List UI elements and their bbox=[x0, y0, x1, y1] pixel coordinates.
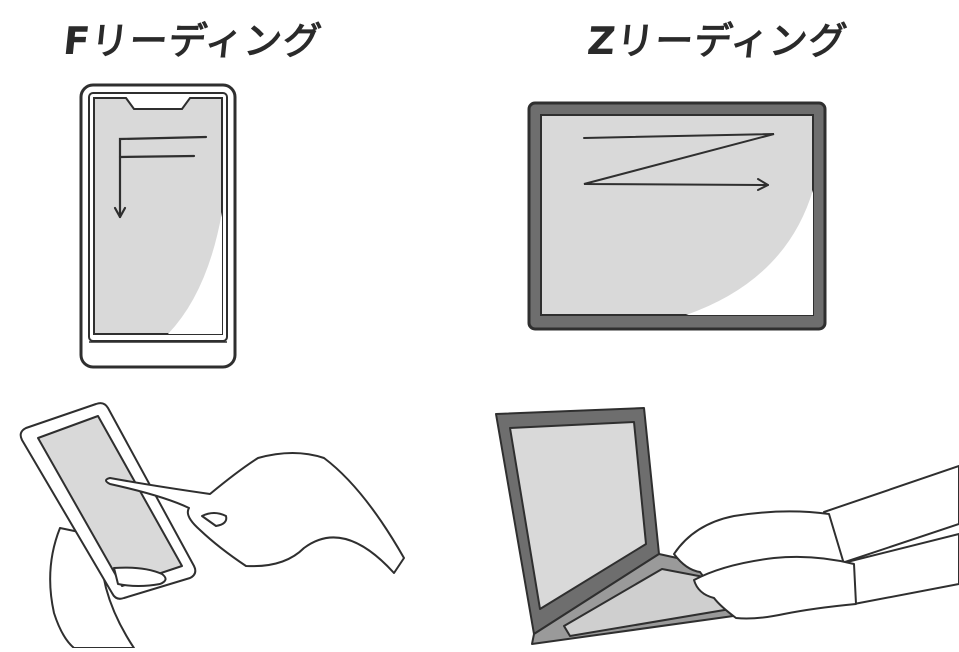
laptop-screen bbox=[509, 421, 647, 610]
smartphone-f-pattern-illustration bbox=[78, 82, 240, 372]
hand-holding-phone-illustration bbox=[14, 398, 414, 648]
f-pattern-arrow bbox=[113, 135, 208, 219]
right-arrow-icon bbox=[757, 178, 769, 191]
z-reading-title: Zリーディング bbox=[585, 19, 850, 63]
down-arrow-icon bbox=[113, 206, 127, 219]
hands-typing-laptop-illustration bbox=[494, 404, 959, 650]
z-pattern-arrow bbox=[583, 133, 775, 191]
f-reading-title: Fリーディング bbox=[61, 19, 325, 63]
held-phone-screen bbox=[37, 415, 183, 587]
tablet-z-pattern-illustration bbox=[526, 100, 830, 335]
